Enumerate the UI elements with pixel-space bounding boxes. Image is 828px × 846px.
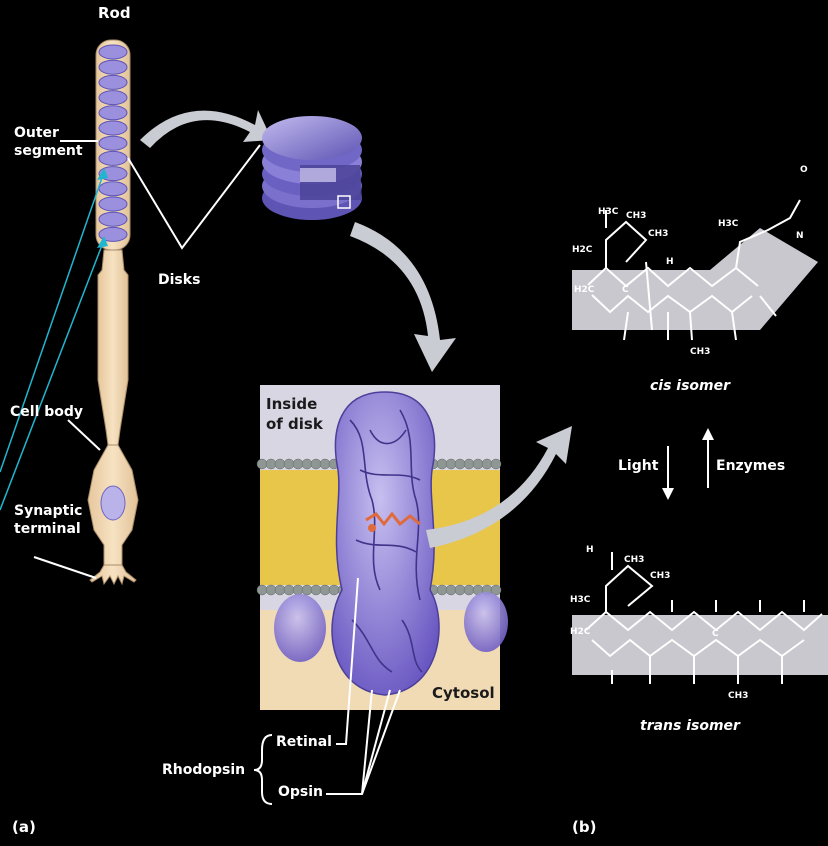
cis-atom-o: O xyxy=(800,165,808,175)
cis-atom-h: H xyxy=(666,257,674,267)
lipid-head xyxy=(311,459,321,469)
lipid-head xyxy=(311,585,321,595)
cis-atom-h2c-left: H2C xyxy=(574,285,595,295)
trans-atom-ch3: CH3 xyxy=(728,691,748,701)
disks-leader xyxy=(128,145,260,248)
rod-disk xyxy=(99,136,127,150)
cis-isomer-label: cis isomer xyxy=(650,378,730,394)
rod-disk xyxy=(99,106,127,120)
trans-atom-h: H xyxy=(586,545,594,555)
lipid-head xyxy=(446,585,456,595)
rod-disk xyxy=(99,197,127,211)
lipid-head xyxy=(266,585,276,595)
lipid-head xyxy=(437,459,447,469)
lipid-head xyxy=(275,459,285,469)
lipid-head xyxy=(302,459,312,469)
trans-atom-h3c: H3C xyxy=(570,595,591,605)
rod-inner-segment xyxy=(98,250,128,445)
rod-disk xyxy=(99,151,127,165)
lipid-head xyxy=(464,459,474,469)
lipid-head xyxy=(284,585,294,595)
cis-atom-h3c-top: H3C xyxy=(598,207,619,217)
cis-atom-n: N xyxy=(796,231,804,241)
rhodopsin-label: Rhodopsin xyxy=(162,762,245,778)
lipid-head xyxy=(266,459,276,469)
rod-disk xyxy=(99,182,127,196)
inside-of-disk-label: Inside of disk xyxy=(266,394,323,434)
cis-atom-h2c: H2C xyxy=(572,245,593,255)
synaptic-terminal-leader xyxy=(34,557,96,578)
lipid-head xyxy=(464,585,474,595)
pointer-line-upper xyxy=(0,172,104,472)
disk-stack-zoom xyxy=(262,116,362,220)
lipid-head xyxy=(284,459,294,469)
lipid-head xyxy=(455,585,465,595)
opsin-label: Opsin xyxy=(278,784,323,800)
cytosol-label: Cytosol xyxy=(432,684,495,702)
rod-nucleus xyxy=(101,486,125,520)
rod-disk xyxy=(99,75,127,89)
rod-disk xyxy=(99,212,127,226)
rod-disk xyxy=(99,91,127,105)
lipid-head xyxy=(437,585,447,595)
panel-b-letter: (b) xyxy=(572,818,596,836)
trans-atom-h2c: H2C xyxy=(570,627,591,637)
lipid-head xyxy=(293,459,303,469)
enzymes-label: Enzymes xyxy=(716,458,785,474)
synaptic-terminal-label-line2: terminal xyxy=(14,520,82,538)
lipid-head xyxy=(257,585,267,595)
rod-disk xyxy=(99,60,127,74)
outer-segment-label: Outer segment xyxy=(14,124,83,160)
lipid-head xyxy=(446,459,456,469)
disks-label: Disks xyxy=(158,272,200,288)
cis-atom-ch3-bottom: CH3 xyxy=(690,347,710,357)
trans-atom-ch3-b: CH3 xyxy=(650,571,670,581)
arrow-disk-to-membrane xyxy=(350,222,456,372)
lipid-head xyxy=(302,585,312,595)
lipid-head xyxy=(329,585,339,595)
rhodopsin-brace xyxy=(254,735,272,804)
retinal-label: Retinal xyxy=(276,734,332,750)
trans-atom-ch3-a: CH3 xyxy=(624,555,644,565)
arrow-rod-to-disk xyxy=(140,110,272,148)
rod-title: Rod xyxy=(98,4,131,22)
rod-disk xyxy=(99,45,127,59)
cell-body-leader xyxy=(68,420,100,450)
trans-isomer-structure xyxy=(572,552,828,684)
trans-atom-c: C xyxy=(712,629,719,639)
inside-of-disk-label-line1: Inside xyxy=(266,394,323,414)
lipid-head xyxy=(293,585,303,595)
cis-atom-h3c-right: H3C xyxy=(718,219,739,229)
synaptic-terminal-label: Synaptic terminal xyxy=(14,502,82,538)
pointer-line-lower xyxy=(0,240,104,510)
outer-segment-label-line2: segment xyxy=(14,142,83,160)
reaction-arrows xyxy=(662,428,714,500)
panel-a-letter: (a) xyxy=(12,818,36,836)
cis-atom-ch3-a: CH3 xyxy=(626,211,646,221)
synaptic-terminal-label-line1: Synaptic xyxy=(14,502,82,520)
lipid-head xyxy=(491,459,501,469)
lipid-head xyxy=(257,459,267,469)
cell-body-label: Cell body xyxy=(10,404,83,420)
lipid-head xyxy=(473,459,483,469)
rhodopsin-protein xyxy=(332,392,439,695)
trans-isomer-label: trans isomer xyxy=(640,718,740,734)
lipid-head xyxy=(455,459,465,469)
lipid-head xyxy=(275,585,285,595)
lipid-head xyxy=(482,459,492,469)
outer-segment-label-line1: Outer xyxy=(14,124,83,142)
rod-synaptic-terminal xyxy=(90,565,136,584)
lipid-head xyxy=(320,459,330,469)
inside-of-disk-label-line2: of disk xyxy=(266,414,323,434)
cis-isomer-structure xyxy=(572,200,818,340)
lipid-head xyxy=(320,585,330,595)
rod-disk xyxy=(99,121,127,135)
light-label: Light xyxy=(618,458,658,474)
cis-atom-c: C xyxy=(622,285,629,295)
cis-atom-ch3-b: CH3 xyxy=(648,229,668,239)
